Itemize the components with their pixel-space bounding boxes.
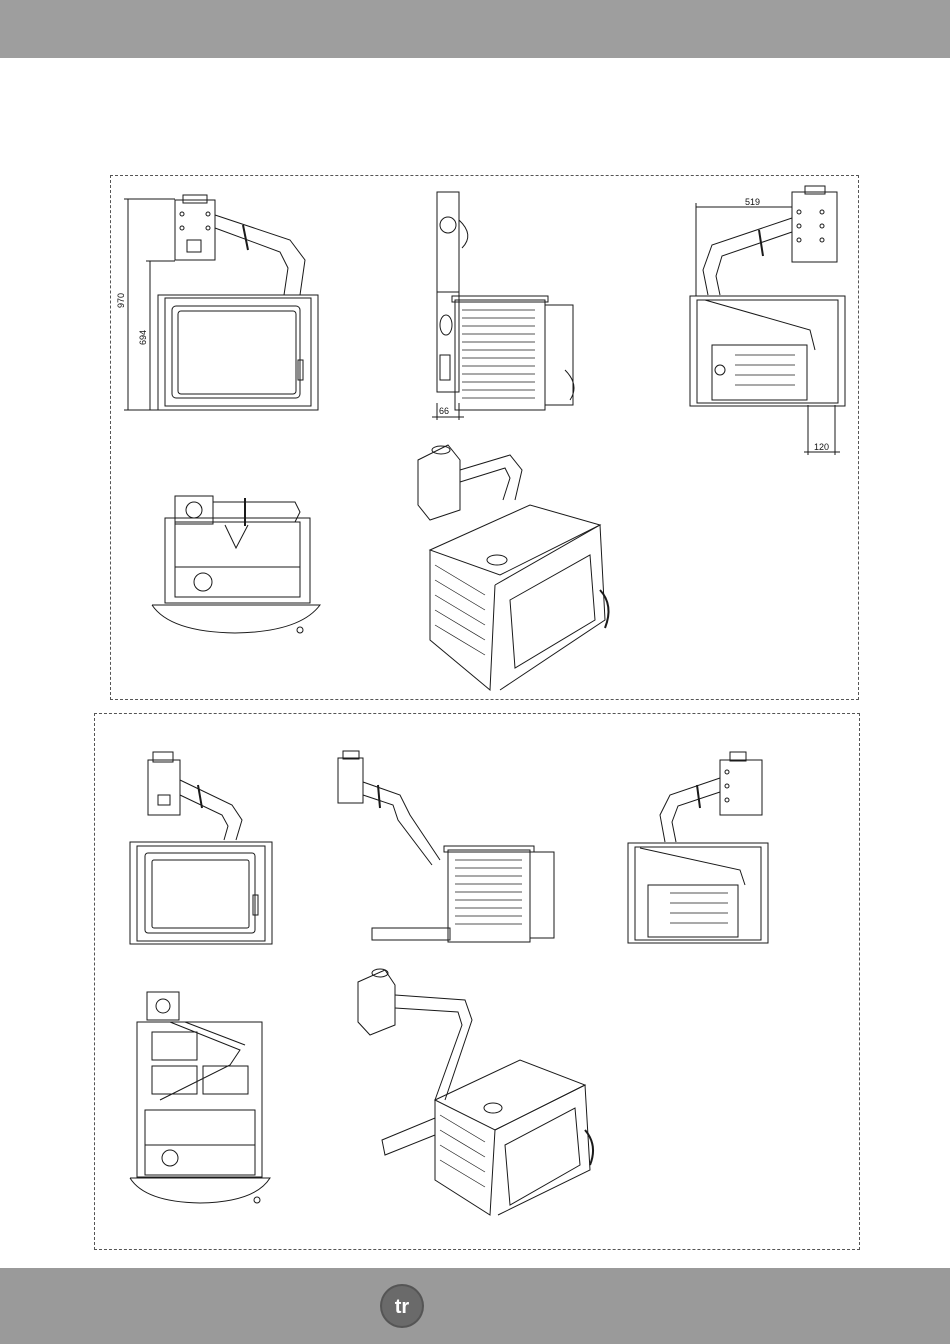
side-view-alt [338,751,554,942]
dimension-height-body: 694 [138,330,148,345]
isometric-view [418,445,609,690]
rear-view [690,186,845,455]
front-view [124,195,318,410]
brand-logo-icon: tr [379,1283,425,1329]
dimension-side-offset: 66 [439,406,449,416]
isometric-view-alt [358,969,593,1215]
rear-view-alt [628,752,768,943]
top-view [152,496,320,633]
dimension-height-total: 970 [116,293,126,308]
footer-bar [0,1268,950,1344]
top-view-alt [130,992,270,1203]
dimension-flue-offset: 519 [745,197,760,207]
dimension-rear-offset: 120 [814,442,829,452]
logo-text: tr [395,1296,410,1318]
side-view [432,192,574,420]
front-view-alt [130,752,272,944]
